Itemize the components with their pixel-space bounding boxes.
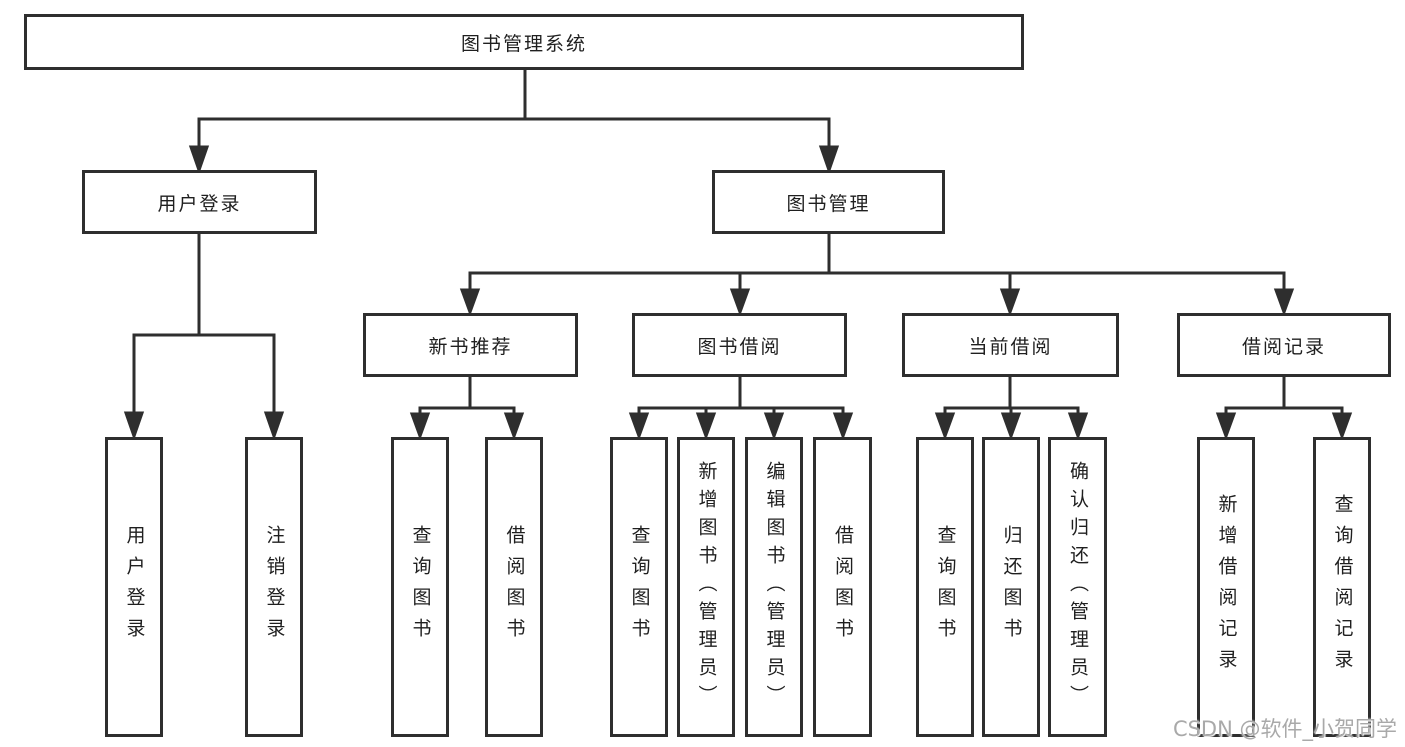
leaf-borrow-edit-books-admin: 编辑图书（管理员） bbox=[745, 437, 803, 737]
node-current-borrow: 当前借阅 bbox=[902, 313, 1119, 377]
node-book-management-label: 图书管理 bbox=[786, 192, 871, 215]
leaf-newbook-query-books: 查询图书 bbox=[391, 437, 449, 737]
node-new-book-recommend-label: 新书推荐 bbox=[428, 335, 513, 358]
node-book-management: 图书管理 bbox=[712, 170, 945, 234]
leaf-borrow-edit-books-admin-label: 编辑图书（管理员） bbox=[763, 461, 786, 713]
node-current-borrow-label: 当前借阅 bbox=[968, 335, 1053, 358]
node-root: 图书管理系统 bbox=[24, 14, 1024, 70]
leaf-borrow-add-books-admin-label: 新增图书（管理员） bbox=[695, 461, 718, 713]
node-user-login: 用户登录 bbox=[82, 170, 317, 234]
node-borrow-records: 借阅记录 bbox=[1177, 313, 1391, 377]
node-book-borrow-label: 图书借阅 bbox=[697, 335, 782, 358]
leaf-borrow-query-books-label: 查询图书 bbox=[628, 525, 651, 649]
node-user-login-label: 用户登录 bbox=[157, 192, 242, 215]
leaf-user-login: 用户登录 bbox=[105, 437, 163, 737]
leaf-current-confirm-return-admin-label: 确认归还（管理员） bbox=[1067, 461, 1089, 713]
leaf-record-query-borrow-record: 查询借阅记录 bbox=[1313, 437, 1371, 737]
leaf-record-add-borrow-record: 新增借阅记录 bbox=[1197, 437, 1255, 737]
leaf-borrow-query-books: 查询图书 bbox=[610, 437, 668, 737]
leaf-logout: 注销登录 bbox=[245, 437, 303, 737]
leaf-current-confirm-return-admin: 确认归还（管理员） bbox=[1048, 437, 1107, 737]
leaf-user-login-label: 用户登录 bbox=[123, 525, 146, 649]
leaf-current-return-books-label: 归还图书 bbox=[1000, 525, 1023, 649]
node-borrow-records-label: 借阅记录 bbox=[1241, 335, 1326, 358]
leaf-logout-label: 注销登录 bbox=[263, 525, 286, 649]
leaf-newbook-query-books-label: 查询图书 bbox=[409, 525, 432, 649]
leaf-record-query-borrow-record-label: 查询借阅记录 bbox=[1331, 494, 1354, 680]
watermark: CSDN @软件_小贺同学 bbox=[1172, 717, 1397, 741]
leaf-current-query-books-label: 查询图书 bbox=[934, 525, 957, 649]
leaf-borrow-borrow-books: 借阅图书 bbox=[813, 437, 872, 737]
node-book-borrow: 图书借阅 bbox=[632, 313, 847, 377]
leaf-newbook-borrow-books-label: 借阅图书 bbox=[503, 525, 526, 649]
leaf-borrow-add-books-admin: 新增图书（管理员） bbox=[677, 437, 735, 737]
leaf-newbook-borrow-books: 借阅图书 bbox=[485, 437, 543, 737]
leaf-record-add-borrow-record-label: 新增借阅记录 bbox=[1215, 494, 1238, 680]
leaf-borrow-borrow-books-label: 借阅图书 bbox=[832, 525, 854, 649]
leaf-current-return-books: 归还图书 bbox=[982, 437, 1040, 737]
node-new-book-recommend: 新书推荐 bbox=[363, 313, 578, 377]
leaf-current-query-books: 查询图书 bbox=[916, 437, 974, 737]
node-root-label: 图书管理系统 bbox=[460, 32, 587, 55]
